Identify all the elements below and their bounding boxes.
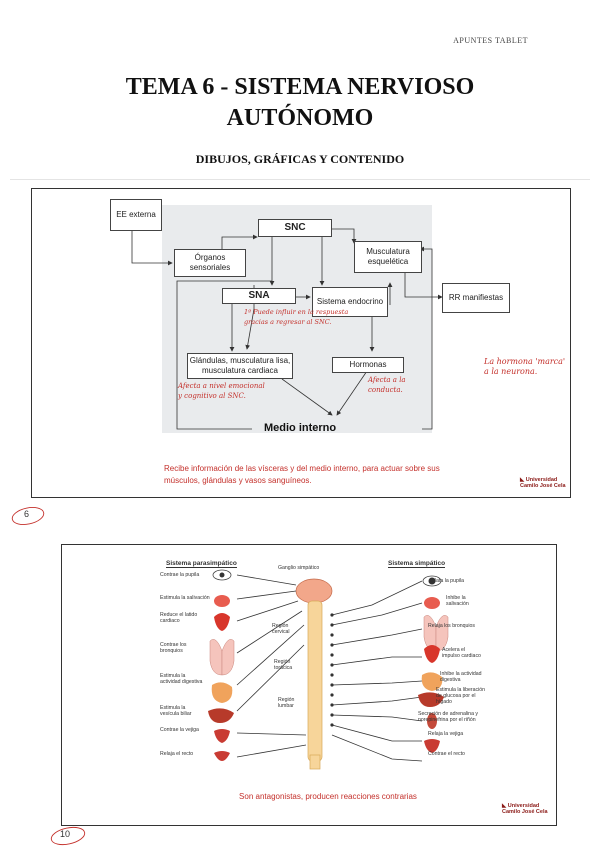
- left-label-1: Contrae la pupila: [160, 572, 200, 578]
- note-sna: 1º Puede influir en la respuesta gracias…: [244, 308, 349, 326]
- region-lumbar: Región lumbar: [278, 697, 295, 709]
- page-number-10: 10: [60, 829, 71, 839]
- right-label-9: Contrae el recto: [428, 751, 465, 757]
- right-label-3: Relaja los bronquios: [428, 623, 476, 629]
- right-label-2: Inhibe la salivación: [446, 595, 469, 607]
- slide-antagonistas: Sistema parasimpático Sistema simpático …: [61, 544, 557, 826]
- slide2-caption: Son antagonistas, producen reacciones co…: [239, 792, 417, 801]
- left-label-7: Contrae la vejiga: [160, 727, 199, 733]
- right-label-8: Relaja la vejiga: [428, 731, 464, 737]
- ganglio-label: Ganglio simpático: [278, 565, 320, 571]
- medio-interno-label: Medio interno: [264, 422, 337, 434]
- para-title: Sistema parasimpático: [166, 560, 237, 568]
- logo-mark-icon: ◣: [502, 803, 508, 809]
- page-subtitle: DIBUJOS, GRÁFICAS Y CONTENIDO: [195, 152, 405, 166]
- endocrino-box: Sistema endocrino: [312, 287, 388, 317]
- organs-left: [208, 569, 235, 761]
- page-number-6: 6: [24, 509, 30, 519]
- glandulas-box: Glándulas, musculatura lisa, musculatura…: [187, 353, 293, 379]
- page-number-oval-6: [11, 507, 45, 525]
- page-title: TEMA 6 - SISTEMA NERVIOSO AUTÓNOMO: [0, 72, 600, 134]
- note-hormonas: Afecta a la conducta.: [368, 376, 406, 394]
- musculatura-box: Musculatura esquelética: [354, 241, 422, 273]
- left-label-8: Relaja el recto: [160, 751, 194, 757]
- autonomic-illustration: [208, 569, 449, 770]
- slide1-caption: Recibe información de las vísceras y del…: [164, 464, 440, 485]
- left-label-5: Estimula la actividad digestiva: [160, 673, 203, 685]
- note-right: La hormona 'marca' a la neurona.: [484, 357, 566, 376]
- left-label-4: Contrae los bronquios: [160, 642, 187, 654]
- left-label-3: Reduce el latido cardiaco: [160, 612, 198, 624]
- left-label-2: Estimula la salivación: [160, 595, 210, 601]
- left-label-6: Estimula la vesícula biliar: [160, 705, 192, 717]
- snc-box: SNC: [258, 219, 332, 237]
- ee-externa-box: EE externa: [110, 199, 162, 231]
- organs-right: [418, 575, 449, 753]
- region-toracica: Región torácica: [274, 659, 293, 671]
- right-label-7: Secreción de adrenalina y norepinefrina …: [418, 711, 478, 723]
- slide-sna-diagram: EE externa SNC Órganos sensoriales Muscu…: [31, 188, 571, 498]
- right-label-6: Estimula la liberación de glucosa por el…: [436, 687, 486, 705]
- simp-title: Sistema simpático: [388, 560, 446, 568]
- right-label-5: Inhibe la actividad digestiva: [440, 671, 482, 683]
- rr-box: RR manifiestas: [442, 283, 510, 313]
- hormonas-box: Hormonas: [332, 357, 404, 373]
- divider: [10, 179, 590, 180]
- title-line-2: AUTÓNOMO: [226, 105, 374, 131]
- right-label-4: Acelera el impulso cardiaco: [442, 647, 481, 659]
- header-tag: APUNTES TABLET: [453, 36, 528, 45]
- note-left: Afecta a nivel emocional y cognitivo al …: [178, 382, 265, 400]
- page-number-oval-10: [50, 826, 86, 846]
- region-cervical: Región cervical: [272, 623, 290, 635]
- sna-box: SNA: [222, 288, 296, 304]
- organos-box: Órganos sensoriales: [174, 249, 246, 277]
- title-line-1: TEMA 6 - SISTEMA NERVIOSO: [125, 74, 475, 100]
- slide1-logo: ◣ Universidad Camilo José Cela: [520, 477, 566, 489]
- logo-mark-icon: ◣: [520, 477, 526, 483]
- right-label-1: Dilata la pupila: [430, 578, 465, 584]
- slide2-logo: ◣ Universidad Camilo José Cela: [502, 803, 548, 815]
